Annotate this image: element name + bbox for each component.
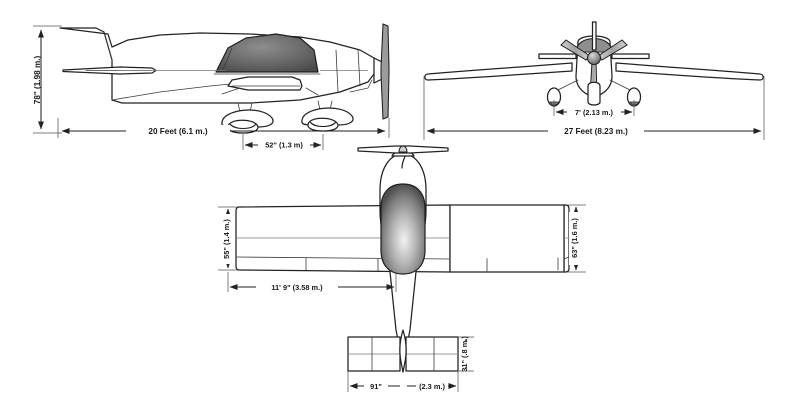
dim-side-length: 20 Feet (6.1 m.) <box>57 118 390 138</box>
side-tire-contact-front <box>309 121 337 128</box>
dim-label-top-stab-span-metric: (2.3 m.) <box>419 382 445 391</box>
dim-label-top-root-chord-left: 55" (1.4 m.) <box>222 219 231 259</box>
side-fuselage-outline <box>59 27 377 104</box>
front-nose-gear-pant <box>587 81 601 106</box>
side-wing-profile <box>227 76 303 91</box>
top-canopy <box>380 183 426 275</box>
front-view: 7' (2.13 m.) 27 Feet (8.23 m.) <box>423 21 765 140</box>
top-vertical-fin <box>399 329 407 373</box>
dim-label-front-wingspan: 27 Feet (8.23 m.) <box>564 127 628 136</box>
dim-top-stab-span: 91" (2.3 m.) <box>347 371 459 392</box>
dim-side-wheelbase: 52" (1.3 m) <box>242 134 324 150</box>
front-vertical-fin <box>591 21 597 51</box>
front-wing-right <box>615 62 764 81</box>
dim-label-side-height: 78" (1.98 m.) <box>33 55 42 104</box>
side-view: 78" (1.98 m.) 20 Feet (6.1 m.) 52" (1.3 … <box>33 23 390 150</box>
front-wing-left <box>424 62 573 81</box>
dim-label-side-length: 20 Feet (6.1 m.) <box>148 127 207 136</box>
top-wing-right <box>563 204 570 273</box>
dim-label-top-root-chord-right: 63" (1.6 m.) <box>570 218 579 258</box>
dim-top-root-chord-right: 63" (1.6 m.) <box>568 204 586 273</box>
side-cowl-line <box>335 49 361 93</box>
side-windshield-post <box>221 47 233 73</box>
front-gear-leg-right <box>609 79 631 91</box>
front-tire-right <box>629 101 640 106</box>
dim-top-stab-chord: 31" (.8 m.) <box>458 336 474 372</box>
front-gear-leg-left <box>557 79 579 91</box>
front-horizontal-stabilizer <box>538 53 577 60</box>
front-tire-left <box>549 101 560 106</box>
dim-label-side-wheelbase: 52" (1.3 m) <box>265 141 303 150</box>
dim-top-root-chord-left: 55" (1.4 m.) <box>218 206 237 271</box>
top-aileron-line-right <box>563 256 570 260</box>
top-view: 55" (1.4 m.) 63" (1.6 m.) 11' 9" (3.58 m… <box>218 145 586 392</box>
front-horizontal-stabilizer-right <box>611 53 650 60</box>
dim-label-top-stab-span-imperial: 91" <box>370 382 382 391</box>
side-cowl-intake <box>349 79 373 93</box>
side-fin-line <box>103 31 113 61</box>
top-wing-right-inner <box>449 204 565 273</box>
side-propeller <box>380 23 390 120</box>
dim-label-top-half-span: 11' 9" (3.58 m.) <box>271 283 323 292</box>
dim-side-height: 78" (1.98 m.) <box>33 25 62 134</box>
dim-front-wingspan: 27 Feet (8.23 m.) <box>423 76 765 140</box>
top-spinner <box>398 145 408 153</box>
dim-top-half-span: 11' 9" (3.58 m.) <box>227 272 397 292</box>
dim-label-top-stab-chord: 31" (.8 m.) <box>460 336 469 372</box>
dim-label-front-track: 7' (2.13 m.) <box>575 108 613 117</box>
side-canopy <box>215 33 319 73</box>
side-wing-fairing <box>221 87 319 96</box>
dim-front-track: 7' (2.13 m.) <box>553 100 635 117</box>
front-spinner <box>586 50 602 66</box>
